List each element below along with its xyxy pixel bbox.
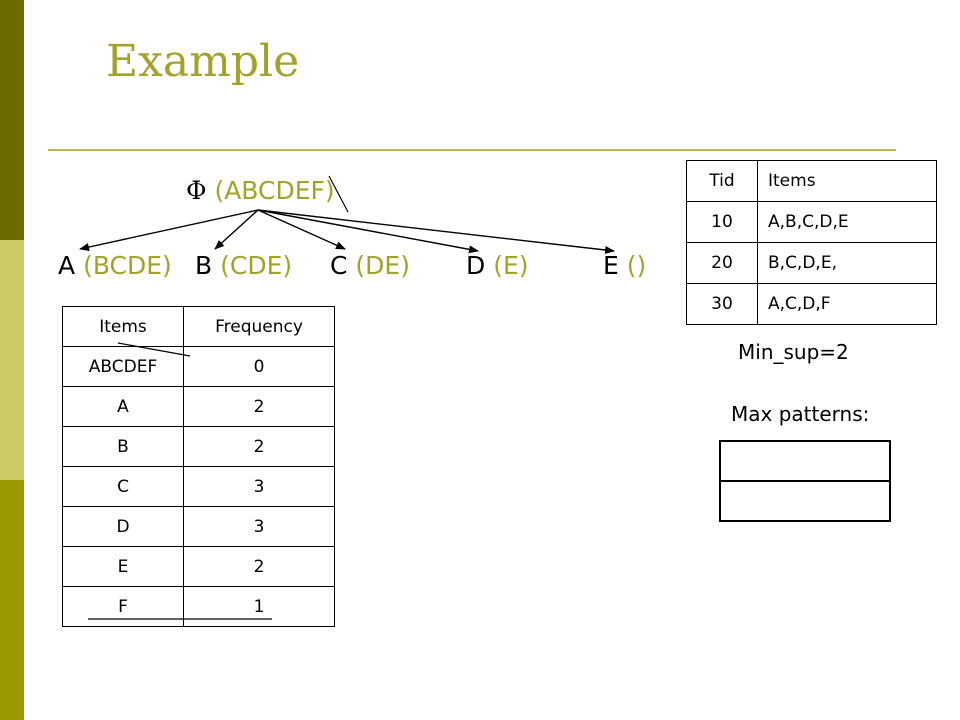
tree-child-node: E () bbox=[603, 251, 646, 281]
table-row: A 2 bbox=[62, 386, 335, 427]
frequency-cell: 2 bbox=[183, 426, 335, 467]
tree-child-label: (BCDE) bbox=[83, 251, 172, 280]
frequency-table: Items Frequency ABCDEF 0 A 2 B 2 C 3 D 3… bbox=[62, 306, 335, 627]
table-row: C 3 bbox=[62, 466, 335, 507]
tree-child-item: B bbox=[195, 251, 213, 280]
tree-child-node: B (CDE) bbox=[195, 251, 292, 281]
edge-arrow bbox=[79, 209, 259, 251]
slide-title: Example bbox=[106, 36, 300, 87]
min-sup-label: Min_sup=2 bbox=[738, 340, 849, 364]
edge-arrow bbox=[214, 209, 259, 250]
max-patterns-label: Max patterns: bbox=[731, 402, 870, 426]
itemset-cell: A bbox=[62, 386, 184, 427]
table-header-cell: Items bbox=[62, 306, 184, 347]
table-row bbox=[719, 440, 891, 482]
max-patterns-table bbox=[719, 440, 891, 522]
frequency-cell: 2 bbox=[183, 546, 335, 587]
tree-child-label: (CDE) bbox=[220, 251, 293, 280]
frequency-cell: 1 bbox=[183, 586, 335, 627]
tid-cell: 20 bbox=[686, 242, 758, 284]
tree-root-label: (ABCDEF) bbox=[214, 176, 335, 205]
tree-child-node: A (BCDE) bbox=[58, 251, 172, 281]
edge-arrow bbox=[257, 209, 479, 254]
sidebar-band-dark bbox=[0, 0, 24, 240]
items-cell: A,B,C,D,E bbox=[757, 201, 937, 243]
itemset-cell: E bbox=[62, 546, 184, 587]
table-row: D 3 bbox=[62, 506, 335, 547]
edge-arrow bbox=[257, 209, 615, 254]
tree-child-label: (E) bbox=[493, 251, 529, 280]
table-row: 10 A,B,C,D,E bbox=[686, 201, 937, 243]
table-header-row: Items Frequency bbox=[62, 306, 335, 347]
itemset-cell: ABCDEF bbox=[62, 346, 184, 387]
transactions-table: Tid Items 10 A,B,C,D,E 20 B,C,D,E, 30 A,… bbox=[686, 160, 937, 325]
phi-symbol: Φ bbox=[186, 176, 207, 205]
tree-child-node: D (E) bbox=[466, 251, 529, 281]
table-row: F 1 bbox=[62, 586, 335, 627]
tree-child-item: C bbox=[330, 251, 348, 280]
items-cell: B,C,D,E, bbox=[757, 242, 937, 284]
items-cell: A,C,D,F bbox=[757, 283, 937, 325]
tid-cell: 10 bbox=[686, 201, 758, 243]
itemset-cell: D bbox=[62, 506, 184, 547]
itemset-cell: C bbox=[62, 466, 184, 507]
table-header-cell: Frequency bbox=[183, 306, 335, 347]
max-pattern-cell bbox=[719, 480, 891, 522]
table-row: E 2 bbox=[62, 546, 335, 587]
frequency-cell: 2 bbox=[183, 386, 335, 427]
sidebar-band-mid bbox=[0, 480, 24, 720]
frequency-cell: 3 bbox=[183, 506, 335, 547]
tree-child-item: A bbox=[58, 251, 76, 280]
sidebar-bar bbox=[0, 0, 24, 720]
table-header-cell: Items bbox=[757, 160, 937, 202]
tree-child-item: E bbox=[603, 251, 619, 280]
table-header-row: Tid Items bbox=[686, 160, 937, 202]
tree-child-node: C (DE) bbox=[330, 251, 410, 281]
frequency-cell: 0 bbox=[183, 346, 335, 387]
table-row: B 2 bbox=[62, 426, 335, 467]
tree-child-label: (DE) bbox=[355, 251, 410, 280]
itemset-cell: B bbox=[62, 426, 184, 467]
tree-child-label: () bbox=[626, 251, 647, 280]
title-divider bbox=[48, 149, 896, 151]
table-row: ABCDEF 0 bbox=[62, 346, 335, 387]
tree-child-item: D bbox=[466, 251, 486, 280]
sidebar-band-light bbox=[0, 240, 24, 480]
table-row bbox=[719, 480, 891, 522]
frequency-cell: 3 bbox=[183, 466, 335, 507]
tree-root-node: Φ (ABCDEF) bbox=[186, 176, 335, 206]
edge-arrow bbox=[257, 209, 346, 250]
tid-cell: 30 bbox=[686, 283, 758, 325]
table-row: 30 A,C,D,F bbox=[686, 283, 937, 325]
itemset-cell: F bbox=[62, 586, 184, 627]
table-row: 20 B,C,D,E, bbox=[686, 242, 937, 284]
table-header-cell: Tid bbox=[686, 160, 758, 202]
max-pattern-cell bbox=[719, 440, 891, 482]
